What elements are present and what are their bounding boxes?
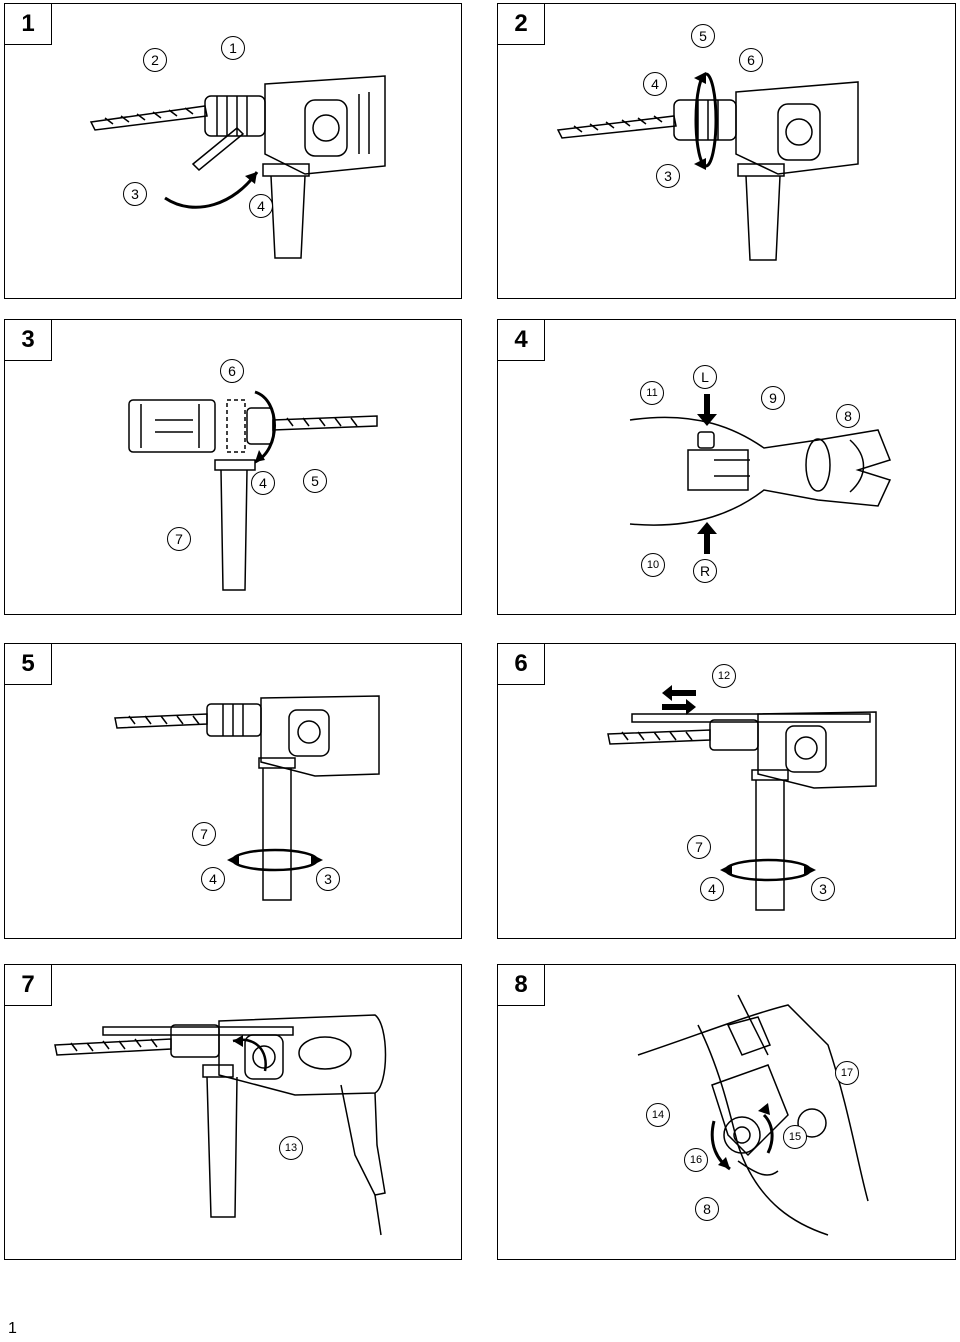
figure-2-number: 2 bbox=[498, 4, 545, 45]
figure-6-drawing bbox=[607, 685, 877, 911]
figure-2-drawing bbox=[556, 72, 859, 261]
figure-8-callout-14: 14 bbox=[646, 1103, 670, 1127]
figure-6-panel: 6 12 7 4 3 bbox=[497, 643, 956, 939]
figure-5-number: 5 bbox=[5, 644, 52, 685]
figure-2-callout-4: 4 bbox=[643, 72, 667, 96]
figure-8-callout-17: 17 bbox=[835, 1061, 859, 1085]
figure-4-drawing bbox=[629, 394, 892, 554]
figure-3-number: 3 bbox=[5, 320, 52, 361]
figure-4-number: 4 bbox=[498, 320, 545, 361]
figure-6-callout-12: 12 bbox=[712, 664, 736, 688]
figure-1-number: 1 bbox=[5, 4, 52, 45]
figure-4-callout-10: 10 bbox=[641, 553, 665, 577]
figure-7-callout-13: 13 bbox=[279, 1136, 303, 1160]
figure-4-callout-L: L bbox=[693, 365, 717, 389]
figure-6-callout-7: 7 bbox=[687, 835, 711, 859]
figure-8-drawing bbox=[637, 994, 869, 1236]
page-number: 1 bbox=[8, 1320, 17, 1337]
figure-3-callout-7: 7 bbox=[167, 527, 191, 551]
figure-4-callout-8: 8 bbox=[836, 404, 860, 428]
figure-1-callout-2: 2 bbox=[143, 48, 167, 72]
figure-3-panel: 3 6 4 5 7 bbox=[4, 319, 462, 615]
figure-1-callout-1: 1 bbox=[221, 36, 245, 60]
figure-6-callout-3: 3 bbox=[811, 877, 835, 901]
figure-7-drawing bbox=[54, 1014, 387, 1236]
figure-2-callout-5: 5 bbox=[691, 24, 715, 48]
figure-2-panel: 2 5 4 6 3 bbox=[497, 3, 956, 299]
figure-3-callout-4: 4 bbox=[251, 471, 275, 495]
figure-3-callout-6: 6 bbox=[220, 359, 244, 383]
figure-5-callout-3: 3 bbox=[316, 867, 340, 891]
figure-1-drawing bbox=[89, 75, 386, 259]
figure-5-panel: 5 7 4 3 bbox=[4, 643, 462, 939]
figure-7-panel: 7 13 bbox=[4, 964, 462, 1260]
figure-7-number: 7 bbox=[5, 965, 52, 1006]
figure-1-callout-4: 4 bbox=[249, 194, 273, 218]
figure-4-callout-11: 11 bbox=[640, 381, 664, 405]
figure-6-number: 6 bbox=[498, 644, 545, 685]
figure-4-panel: 4 11 L 9 8 10 R bbox=[497, 319, 956, 615]
figure-8-number: 8 bbox=[498, 965, 545, 1006]
figure-2-callout-6: 6 bbox=[739, 48, 763, 72]
figure-8-callout-8: 8 bbox=[695, 1197, 719, 1221]
figure-4-callout-9: 9 bbox=[761, 386, 785, 410]
figure-1-callout-3: 3 bbox=[123, 182, 147, 206]
figure-8-panel: 8 17 14 15 16 8 bbox=[497, 964, 956, 1260]
figure-3-drawing bbox=[128, 390, 378, 591]
figure-5-drawing bbox=[114, 695, 380, 901]
figure-8-callout-16: 16 bbox=[684, 1148, 708, 1172]
figure-8-callout-15: 15 bbox=[783, 1125, 807, 1149]
figure-5-callout-4: 4 bbox=[201, 867, 225, 891]
figure-1-panel: 1 2 1 3 4 bbox=[4, 3, 462, 299]
figure-2-callout-3: 3 bbox=[656, 164, 680, 188]
figure-6-callout-4: 4 bbox=[700, 877, 724, 901]
figure-3-callout-5: 5 bbox=[303, 469, 327, 493]
figure-5-callout-7: 7 bbox=[192, 822, 216, 846]
figure-4-callout-R: R bbox=[693, 559, 717, 583]
